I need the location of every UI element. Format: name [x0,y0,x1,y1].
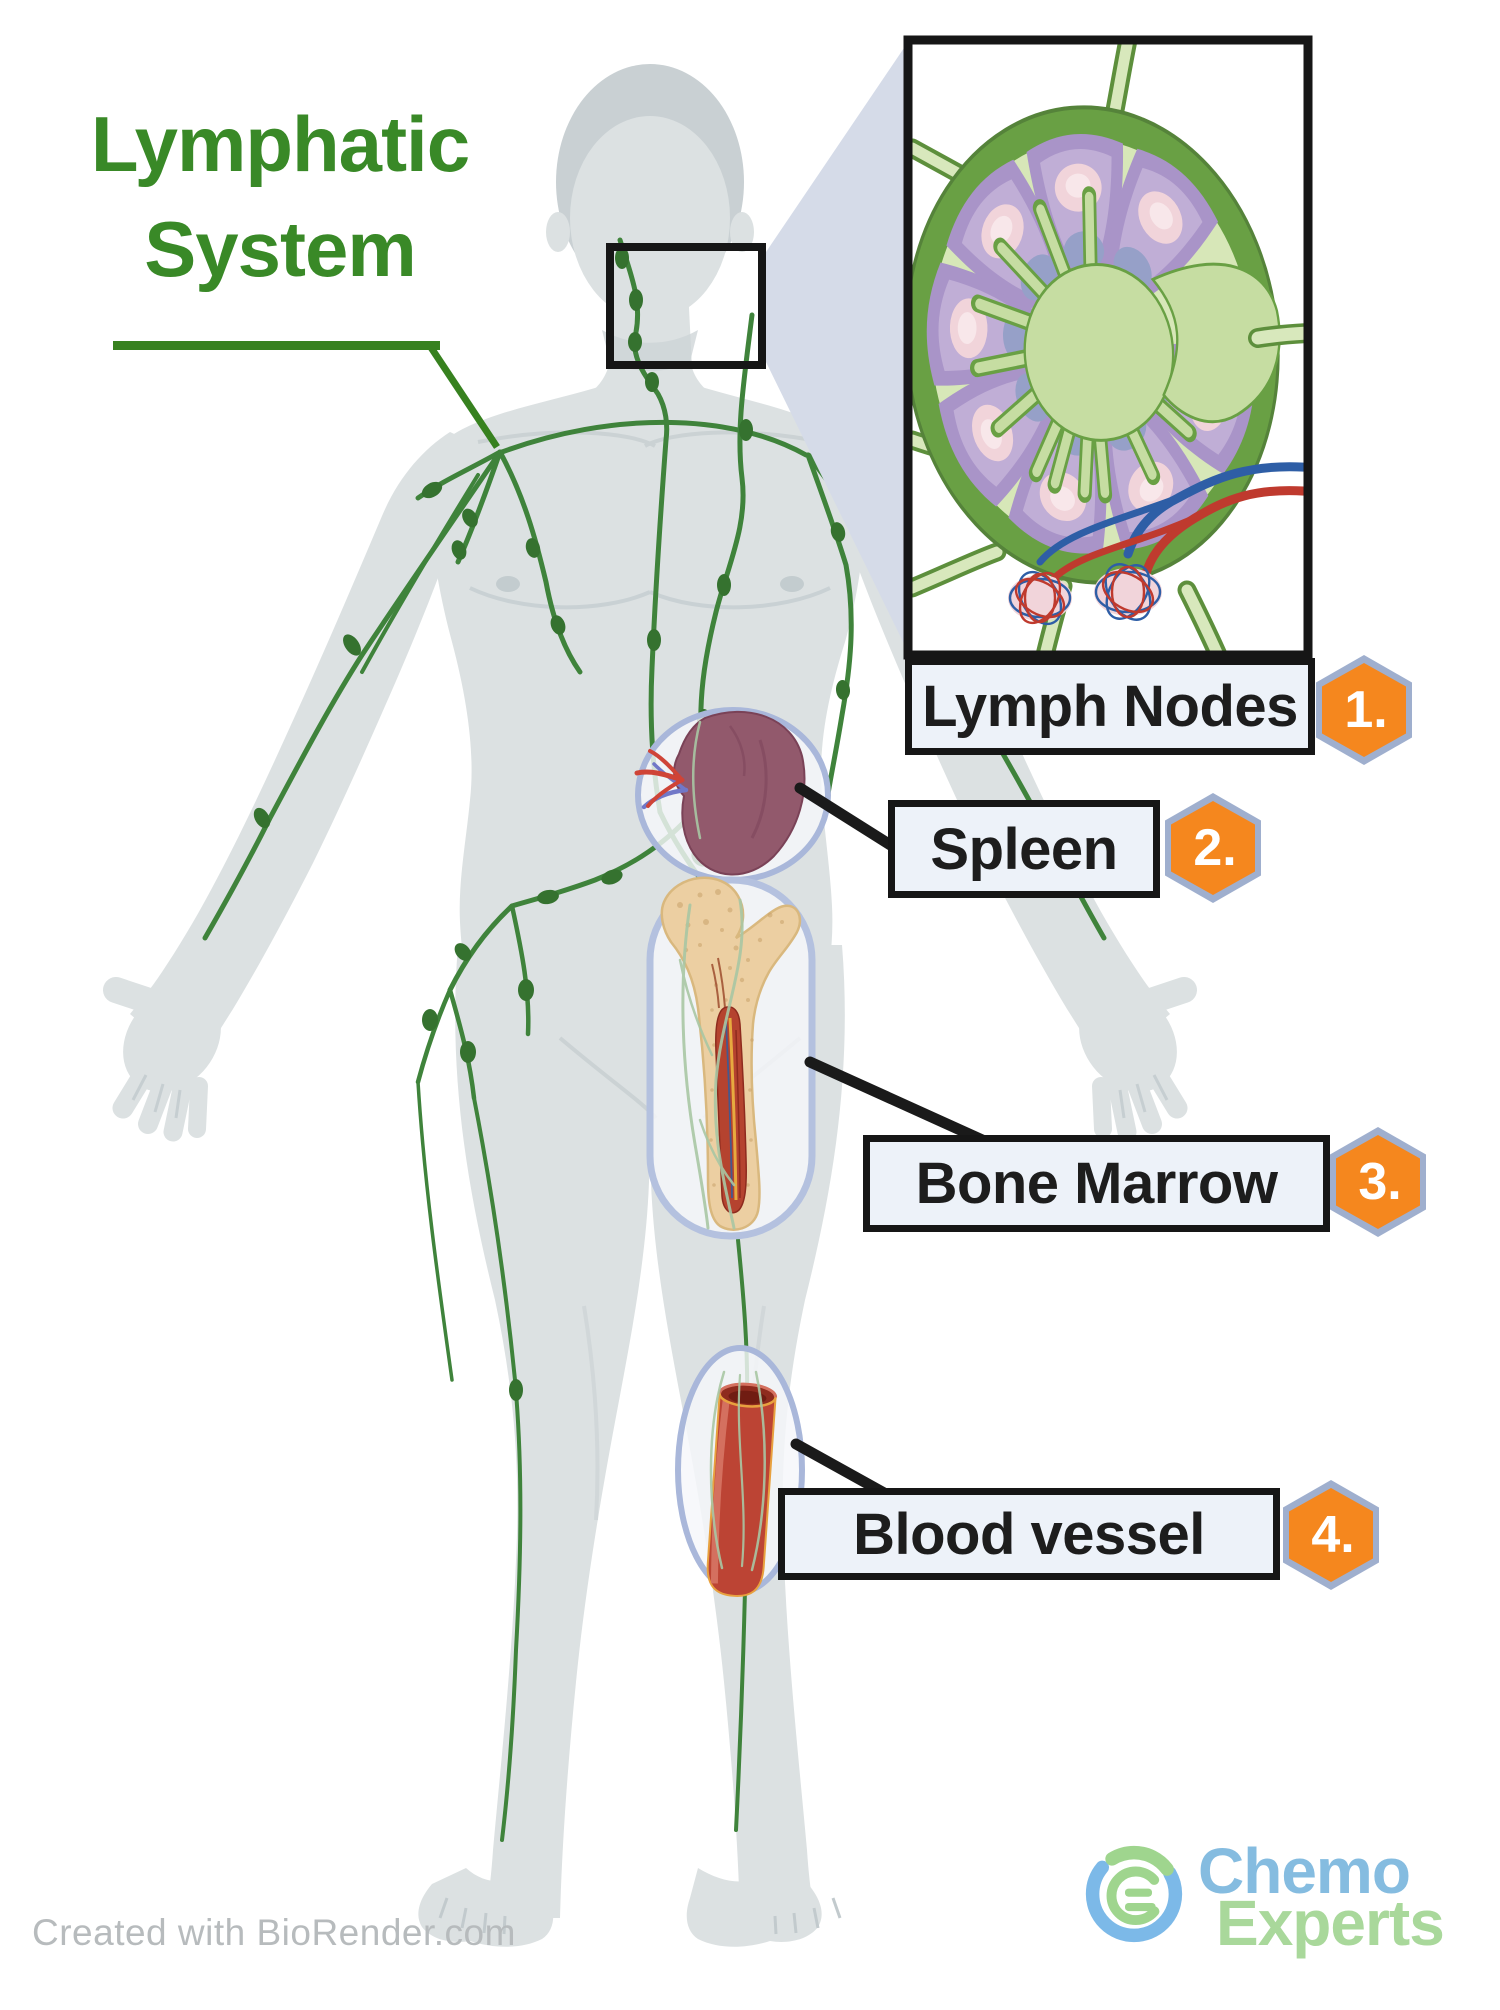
page-title: Lymphatic System [40,92,520,301]
pectoral-lines [469,586,831,610]
inset-projection-wedge [766,42,908,652]
clavicle-lines [477,430,823,448]
right-hand [1079,977,1197,1142]
lymph-node-inset [903,35,1313,660]
badge-number-text: 1. [1344,681,1388,739]
title-callout-line [427,344,500,449]
spongy-bone-texture [677,889,784,1187]
hexagon-badge-3: 3. [1330,1127,1426,1237]
marrow-cavity [715,1006,747,1214]
connector-lines [790,782,1006,1500]
right-foot [686,1868,822,1947]
logo-word-experts: Experts [1216,1887,1445,1959]
lymph-node-inset-illustration [912,44,1304,651]
label-box-lymph-nodes: Lymph Nodes [905,658,1315,755]
hexagon-number: 1. [1322,663,1406,757]
chemoexperts-logo: Chemo Experts [1080,1834,1500,2010]
title-line-1: Lymphatic [90,100,470,188]
label-text: Spleen [930,816,1118,882]
left-ear [546,212,570,252]
hexagon-number: 2. [1171,801,1255,895]
label-box-spleen: Spleen [888,800,1160,898]
spleen-illustration [634,710,806,876]
capillary-tufts [1008,563,1162,626]
jaw-shadow [602,330,698,371]
title-line-2: System [144,204,417,293]
hexagon-number: 4. [1289,1488,1373,1582]
nipple [496,576,520,592]
logo-word-chemo: Chemo [1198,1835,1411,1907]
badge-number-text: 4. [1311,1506,1355,1564]
label-box-blood-vessel: Blood vessel [778,1488,1280,1580]
magnifier-box [606,243,766,369]
badge-number-text: 2. [1193,819,1237,877]
hilar-blood-vessels [1036,462,1304,584]
left-hand [103,977,221,1142]
focus-overlay-vessels [678,720,766,1572]
right-ear [730,212,754,252]
label-text: Bone Marrow [915,1151,1278,1216]
nipple [780,576,804,592]
title-underline [113,341,440,350]
label-box-bone-marrow: Bone Marrow [863,1135,1330,1232]
medulla [969,186,1281,504]
left-foot [418,1868,554,1947]
left-leg [455,945,651,1918]
bone-marrow-connector [804,1056,1006,1154]
label-text: Lymph Nodes [922,674,1298,739]
blood-vessel-connector [790,1438,892,1500]
hexagon-number: 3. [1336,1135,1420,1229]
spleen-hilum-vessels [634,749,689,810]
spleen-connector [794,782,898,852]
hexagon-badge-4: 4. [1283,1480,1379,1590]
label-text: Blood vessel [853,1501,1205,1567]
left-arm [130,432,469,1070]
biorender-watermark: Created with BioRender.com [32,1912,516,1953]
chemoexperts-logo-icon [1085,1845,1183,1943]
badge-number-text: 3. [1358,1153,1402,1211]
inset-border [903,35,1313,660]
hilum [1150,262,1281,424]
lymph-node-body [912,105,1281,585]
